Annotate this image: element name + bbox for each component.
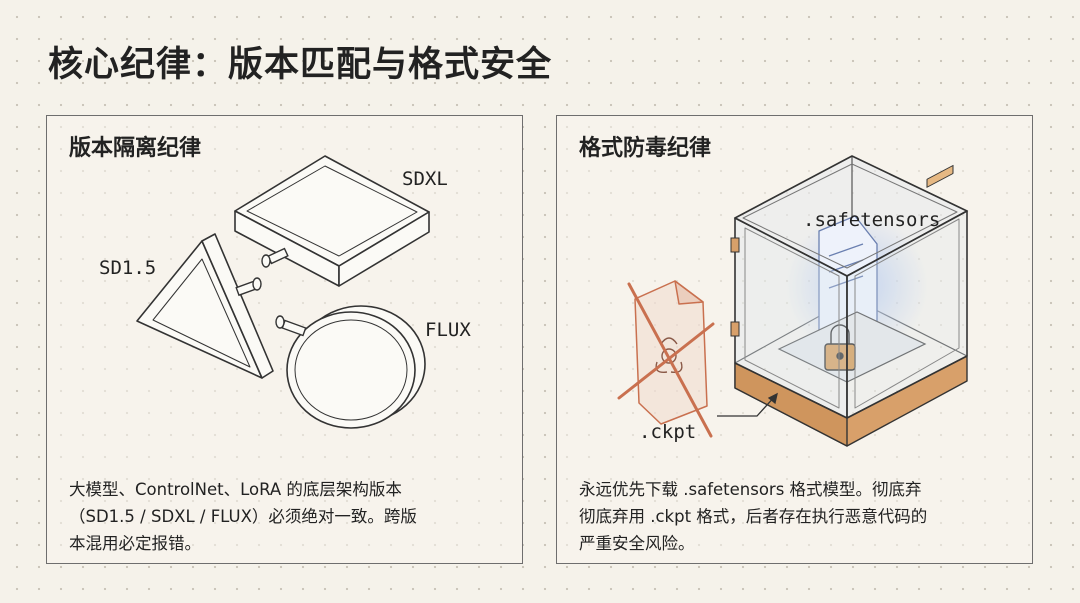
triangle-block-connector bbox=[235, 277, 262, 297]
square-block bbox=[234, 155, 430, 287]
version-isolation-panel: 版本隔离纪律 SDXL SD1.5 bbox=[46, 115, 523, 564]
red-cross-mark bbox=[617, 282, 715, 438]
page-title: 核心纪律：版本匹配与格式安全 bbox=[48, 45, 553, 85]
triangle-block bbox=[136, 233, 274, 379]
crossed-file-icon bbox=[634, 280, 708, 425]
glass-safe-box-frame bbox=[734, 155, 968, 419]
version-isolation-heading: 版本隔离纪律 bbox=[69, 136, 202, 161]
square-block-connector bbox=[261, 247, 289, 268]
flux-label: FLUX bbox=[425, 319, 471, 341]
format-safety-heading: 格式防毒纪律 bbox=[579, 136, 712, 161]
format-safety-panel: 格式防毒纪律 bbox=[556, 115, 1033, 564]
format-safety-description: 永远优先下载 .safetensors 格式模型。彻底弃 彻底弃用 .ckpt … bbox=[579, 480, 928, 553]
sd15-label: SD1.5 bbox=[99, 257, 156, 279]
round-block bbox=[286, 305, 426, 429]
safetensors-label: .safetensors bbox=[803, 209, 940, 231]
box-hinges bbox=[730, 237, 740, 337]
biohazard-icon bbox=[655, 337, 683, 373]
ckpt-arrow bbox=[717, 392, 778, 417]
version-isolation-description: 大模型、ControlNet、LoRA 的底层架构版本 （SD1.5 / SDX… bbox=[69, 480, 417, 553]
ckpt-label: .ckpt bbox=[639, 421, 696, 443]
safe-box-illustration: .safetensors .ckpt bbox=[617, 155, 969, 447]
version-blocks-illustration: SDXL SD1.5 FLUX bbox=[99, 155, 471, 429]
round-block-connector bbox=[275, 315, 307, 337]
sdxl-label: SDXL bbox=[402, 168, 448, 190]
